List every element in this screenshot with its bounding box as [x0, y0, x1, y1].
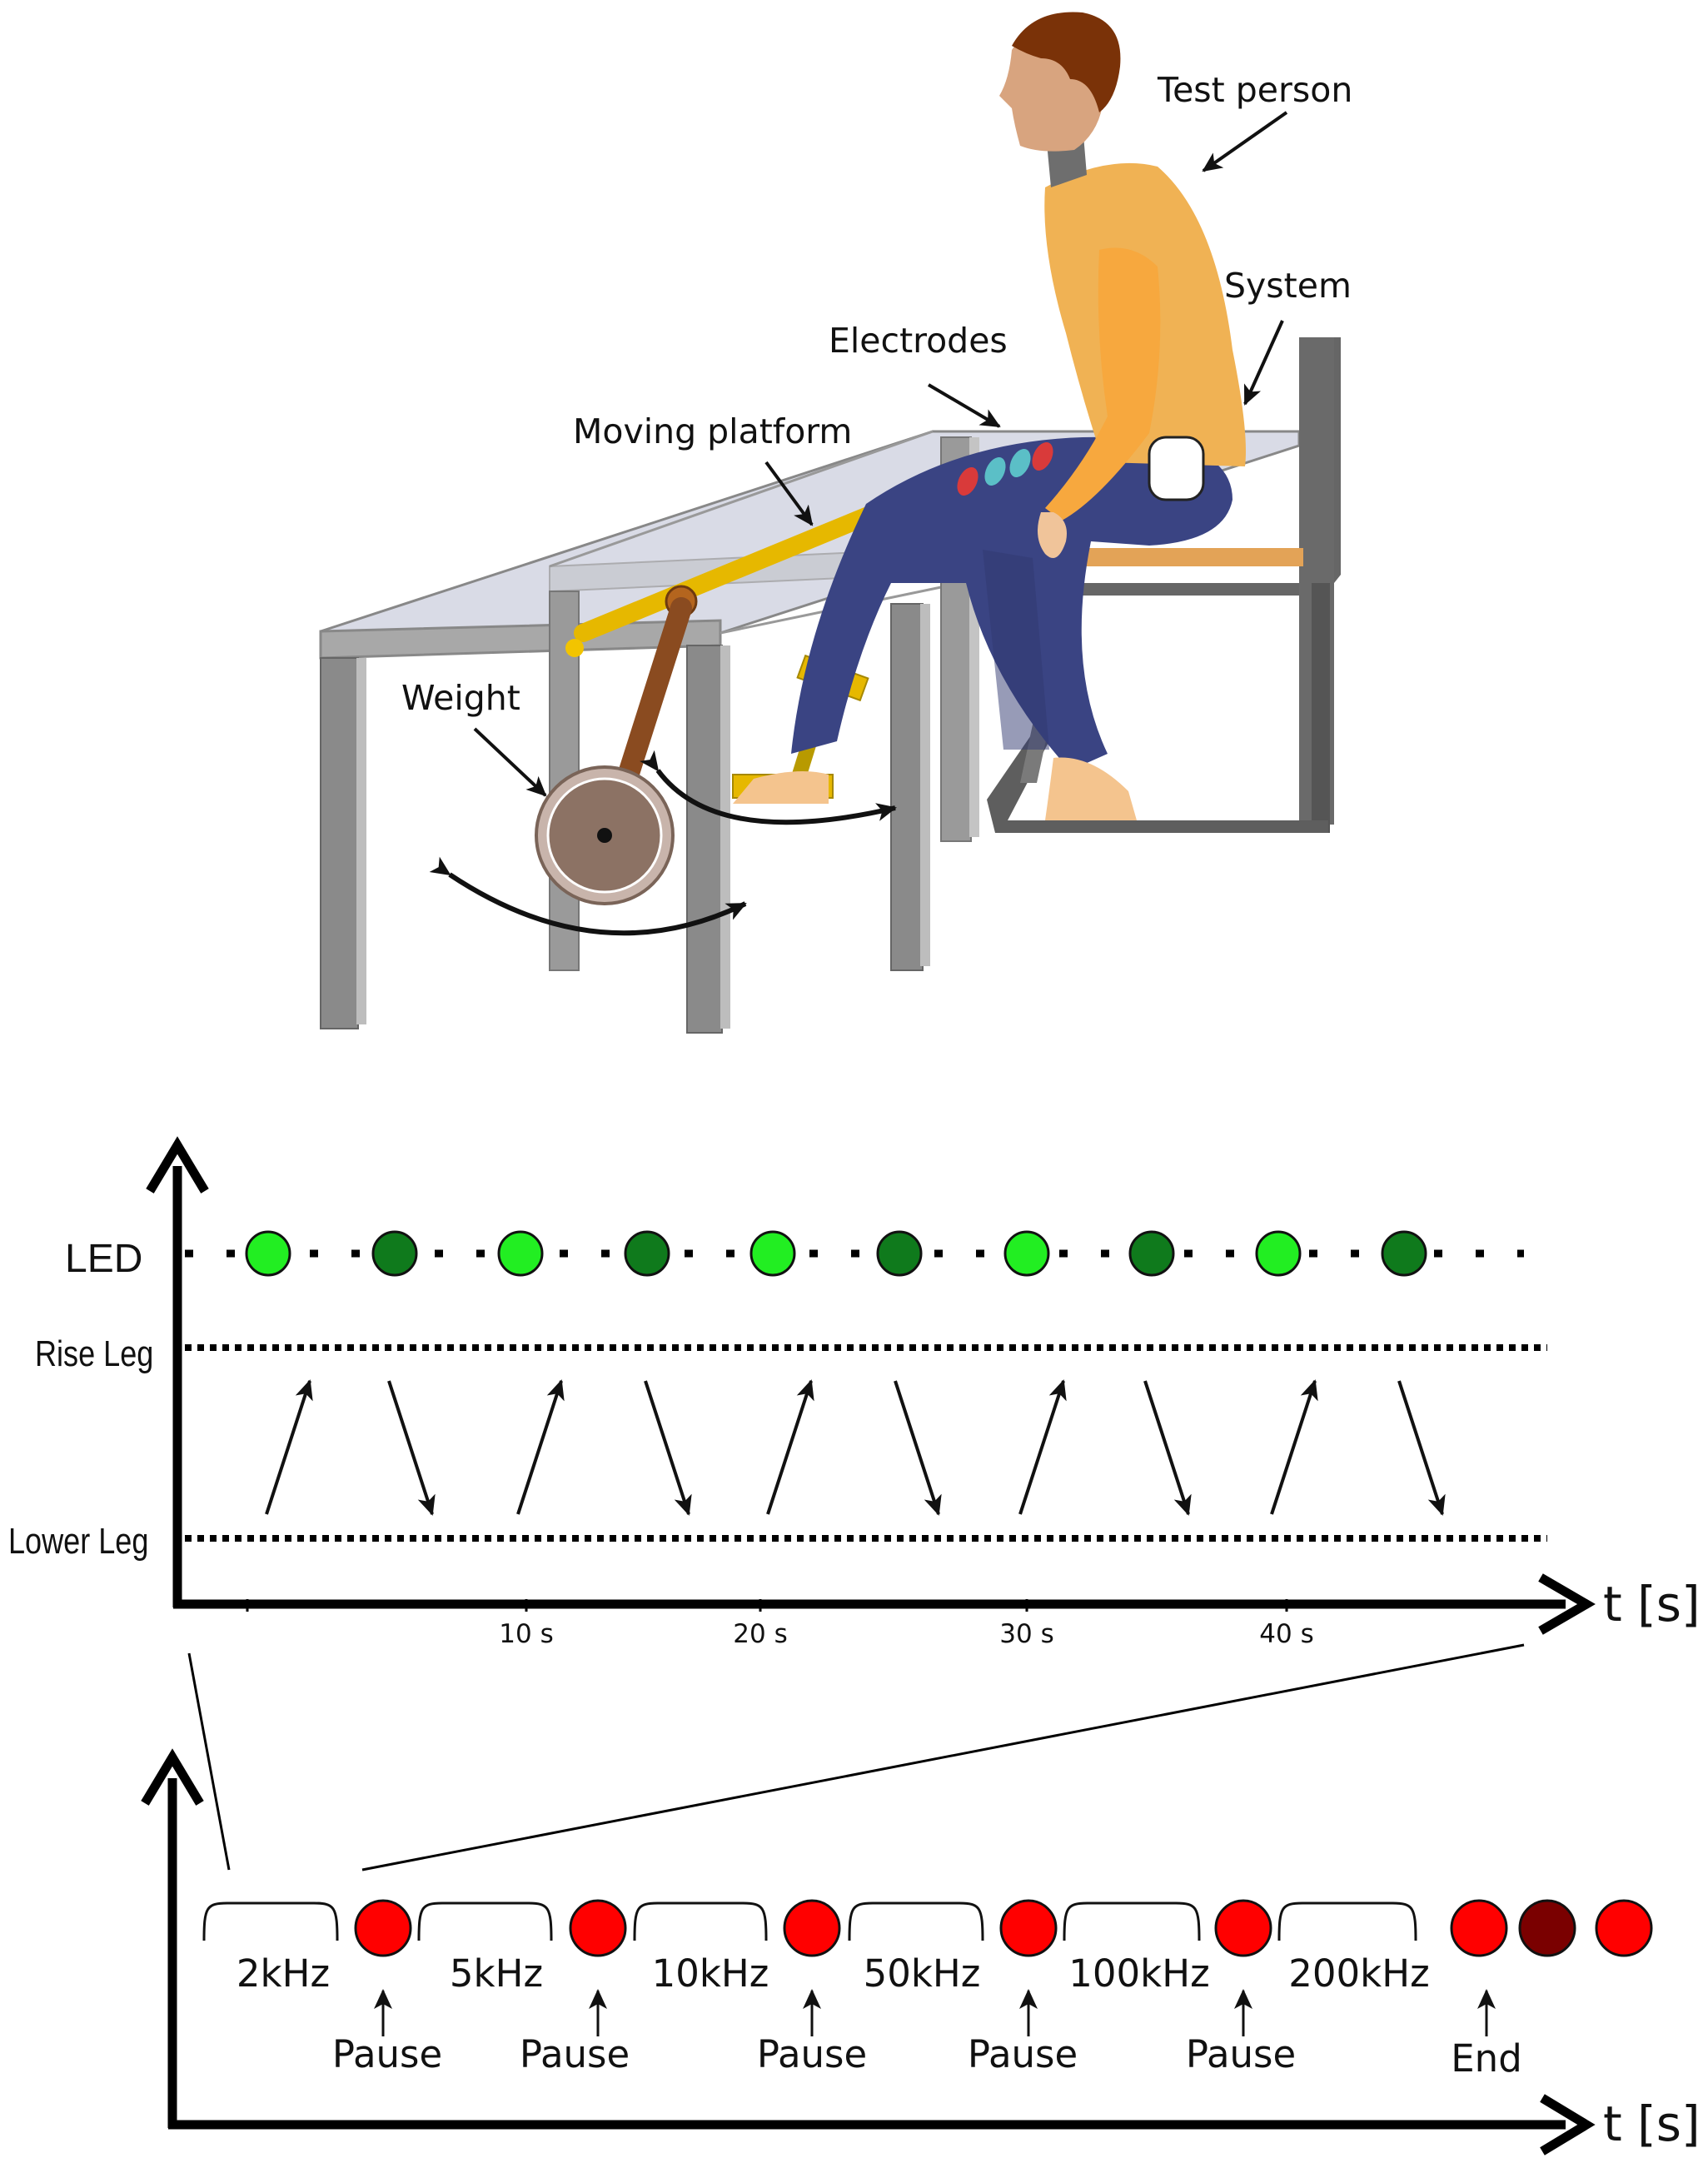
frequency-interval-bracket — [633, 1901, 768, 1941]
frequency-interval-bracket — [1063, 1901, 1201, 1941]
zoom-line-right — [361, 1643, 1525, 1871]
pause-label: Pause — [520, 2032, 630, 2076]
timeline-tick-label: 30 s — [999, 1619, 1053, 1649]
frequency-label: 100kHz — [1068, 1951, 1209, 1996]
frequency-interval-bracket — [1277, 1901, 1417, 1941]
frequency-interval-bracket — [848, 1901, 984, 1941]
zoom-line-left — [187, 1652, 231, 1871]
electrode — [984, 457, 1006, 486]
sequence-x-axis-arrowhead — [1540, 2094, 1596, 2156]
electrode — [1009, 449, 1031, 477]
label-electrodes: Electrodes — [829, 321, 1008, 361]
arrow-test-person — [1202, 111, 1288, 172]
leg-movement-arrows — [265, 1379, 1446, 1516]
frequency-label: 200kHz — [1288, 1951, 1429, 1996]
led-on-indicator — [245, 1230, 291, 1277]
led-indicators — [245, 1230, 1427, 1277]
rise-arrow — [1270, 1379, 1318, 1515]
led-off-indicator — [1128, 1230, 1175, 1277]
rise-arrow — [766, 1379, 814, 1515]
label-system: System — [1224, 266, 1352, 306]
label-weight: Weight — [401, 678, 520, 718]
electrode — [1032, 442, 1053, 471]
lower-arrow — [644, 1380, 692, 1516]
weight-swing-arrow — [429, 856, 747, 936]
pause-label: Pause — [1186, 2032, 1296, 2076]
pause-label: Pause — [757, 2032, 867, 2076]
timeline-tick-label: 20 s — [733, 1619, 787, 1649]
frequency-label: 10kHz — [652, 1951, 769, 1996]
end-label: End — [1451, 2036, 1522, 2081]
led-on-indicator — [497, 1230, 544, 1277]
lower-arrow — [894, 1380, 942, 1516]
led-on-indicator — [1255, 1230, 1302, 1277]
lower-arrow — [1397, 1380, 1446, 1516]
frequency-sequence-diagram: t [s] 2kHz 5kHz 10kHz 50kHz 100kHz 200kHzPaus… — [141, 1748, 1701, 2156]
system-device — [1148, 436, 1205, 501]
timeline-tick-label: 40 s — [1259, 1619, 1313, 1649]
test-person — [733, 12, 1246, 820]
led-off-indicator — [371, 1230, 418, 1277]
pause-marker-dot — [569, 1899, 627, 1957]
sequence-x-axis-label: t [s] — [1603, 2096, 1701, 2152]
sequence-y-axis-arrowhead — [141, 1748, 204, 1806]
timeline-x-axis-arrowhead — [1538, 1573, 1596, 1635]
timeline-ticks: 10 s 20 s 30 s 40 s — [499, 1599, 1314, 1649]
led-on-indicator — [749, 1230, 796, 1277]
timeline-y-axis-arrowhead — [146, 1136, 209, 1194]
led-off-indicator — [876, 1230, 923, 1277]
led-on-indicator — [1003, 1230, 1050, 1277]
label-moving-platform: Moving platform — [573, 411, 852, 451]
pause-label: Pause — [332, 2032, 442, 2076]
timeline-diagram: t [s] LED Rise Leg Lower Leg 10 s 20 s 30 … — [8, 1136, 1701, 1649]
rise-arrow — [1018, 1379, 1067, 1515]
end-marker-dot — [1595, 1899, 1653, 1957]
rise-arrow — [265, 1379, 313, 1515]
platform-swing-arrow — [640, 750, 897, 825]
frequency-label: 50kHz — [864, 1951, 981, 1996]
led-off-indicator — [1381, 1230, 1427, 1277]
arrow-electrodes — [927, 383, 1001, 428]
lower-arrow — [387, 1380, 436, 1516]
pause-marker-dot — [999, 1899, 1058, 1957]
timeline-x-axis-label: t [s] — [1603, 1576, 1701, 1632]
setup-illustration: Test person System Electrodes Moving pla… — [319, 12, 1352, 1034]
arrow-weight — [473, 727, 547, 797]
pause-marker-dot — [1214, 1899, 1272, 1957]
electrode — [957, 467, 978, 496]
y-label-lower-leg: Lower Leg — [8, 1521, 148, 1562]
pause-marker-dot — [354, 1899, 412, 1957]
label-test-person: Test person — [1157, 70, 1352, 110]
end-marker-dot — [1450, 1899, 1508, 1957]
led-off-indicator — [624, 1230, 670, 1277]
y-label-rise-leg: Rise Leg — [35, 1333, 153, 1374]
timeline-tick-label: 10 s — [499, 1619, 553, 1649]
arrow-system — [1243, 320, 1284, 406]
frequency-interval-bracket — [202, 1901, 339, 1941]
arrow-moving-platform — [764, 461, 814, 526]
end-marker-dot — [1518, 1899, 1576, 1957]
y-label-led: LED — [65, 1237, 142, 1281]
lower-arrow — [1143, 1380, 1192, 1516]
frequency-interval-bracket — [417, 1901, 553, 1941]
pause-label: Pause — [968, 2032, 1078, 2076]
rise-arrow — [516, 1379, 565, 1515]
frequency-label: 5kHz — [450, 1951, 543, 1996]
pause-marker-dot — [783, 1899, 841, 1957]
frequency-label: 2kHz — [237, 1951, 330, 1996]
